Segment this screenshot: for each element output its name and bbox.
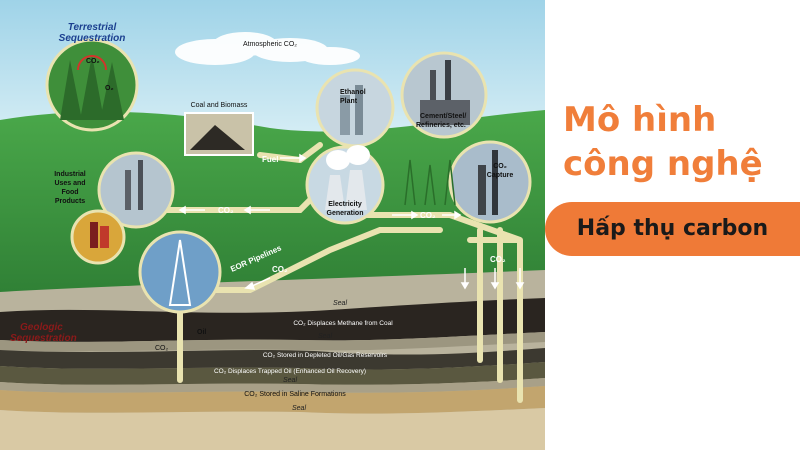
co2-flow-industrial: CO₂	[218, 206, 234, 215]
seal-layer-3	[0, 378, 545, 393]
coal-biomass-label: Coal and Biomass	[191, 102, 248, 109]
co2-flow-eor: CO₂	[272, 265, 288, 274]
ethanol-label-1: Ethanol	[340, 89, 366, 96]
saline-layer	[0, 386, 545, 414]
cement-steel-circle	[400, 51, 488, 139]
towers	[404, 159, 456, 206]
depleted-layer	[0, 348, 545, 370]
capture-label-1: CO₂	[493, 163, 507, 170]
oil-label: Oil	[197, 329, 206, 336]
electricity-label-2: Generation	[327, 210, 364, 217]
terrestrial-circle	[45, 38, 139, 132]
terrestrial-label-1: Terrestrial	[68, 22, 117, 33]
co2-flow-down: CO₂	[490, 255, 506, 264]
seal-label-3: Seal	[283, 377, 297, 384]
industrial-circle	[97, 151, 175, 229]
subtitle-badge: Hấp thụ carbon	[545, 202, 800, 256]
geologic-label-1: Geologic	[20, 322, 63, 333]
capture-label-2: Capture	[487, 172, 514, 179]
industrial-label-1: Industrial	[54, 171, 86, 178]
coal-layer	[0, 298, 545, 342]
carbon-capture-diagram: Terrestrial Sequestration CO₂ O₂ Atmosph…	[0, 0, 545, 450]
layer-methane-label: CO₂ Displaces Methane from Coal	[293, 320, 393, 327]
co2-flow-capture: CO₂	[420, 211, 436, 220]
terrestrial-label-2: Sequestration	[59, 33, 126, 44]
co2-capture-circle	[448, 140, 532, 224]
seal-layer-bottom	[0, 408, 545, 450]
atmospheric-label: Atmospheric CO₂	[243, 41, 297, 48]
title-panel: Mô hình công nghệ Hấp thụ carbon	[545, 0, 800, 450]
o2-terrestrial: O₂	[105, 85, 114, 92]
clouds	[175, 32, 360, 65]
page-title: Mô hình công nghệ	[563, 100, 763, 184]
electricity-label-1: Electricity	[328, 201, 362, 208]
layer-depleted-label: CO₂ Stored in Depleted Oil/Gas Reservoir…	[263, 352, 388, 359]
seal-label-1: Seal	[333, 300, 347, 307]
seal-label-4: Seal	[292, 405, 306, 412]
seal-layer-2	[0, 332, 545, 352]
food-products-circle	[70, 209, 126, 265]
trapped-oil-layer	[0, 362, 545, 385]
ethanol-label-2: Plant	[340, 98, 358, 105]
seal-label-2: Seal	[318, 333, 332, 340]
ethanol-plant-circle	[315, 68, 395, 148]
cement-label-2: Refineries, etc.	[416, 122, 466, 129]
layer-saline-label: CO₂ Stored in Saline Formations	[244, 391, 346, 398]
industrial-label-2: Uses and	[54, 180, 85, 187]
electricity-circle	[305, 145, 385, 225]
layer-trapped-label: CO₂ Displaces Trapped Oil (Enhanced Oil …	[214, 368, 366, 375]
flow-arrows	[178, 153, 525, 290]
fuel-label: Fuel	[262, 155, 278, 164]
industrial-label-3: Food	[61, 189, 78, 196]
geologic-label-2: Sequestration	[10, 333, 77, 344]
co2-well-label: CO₂	[155, 345, 169, 352]
co2-terrestrial: CO₂	[86, 58, 100, 65]
eor-rig-circle	[138, 230, 222, 314]
industrial-label-4: Products	[55, 198, 85, 205]
cement-label-1: Cement/Steel/	[420, 113, 466, 120]
